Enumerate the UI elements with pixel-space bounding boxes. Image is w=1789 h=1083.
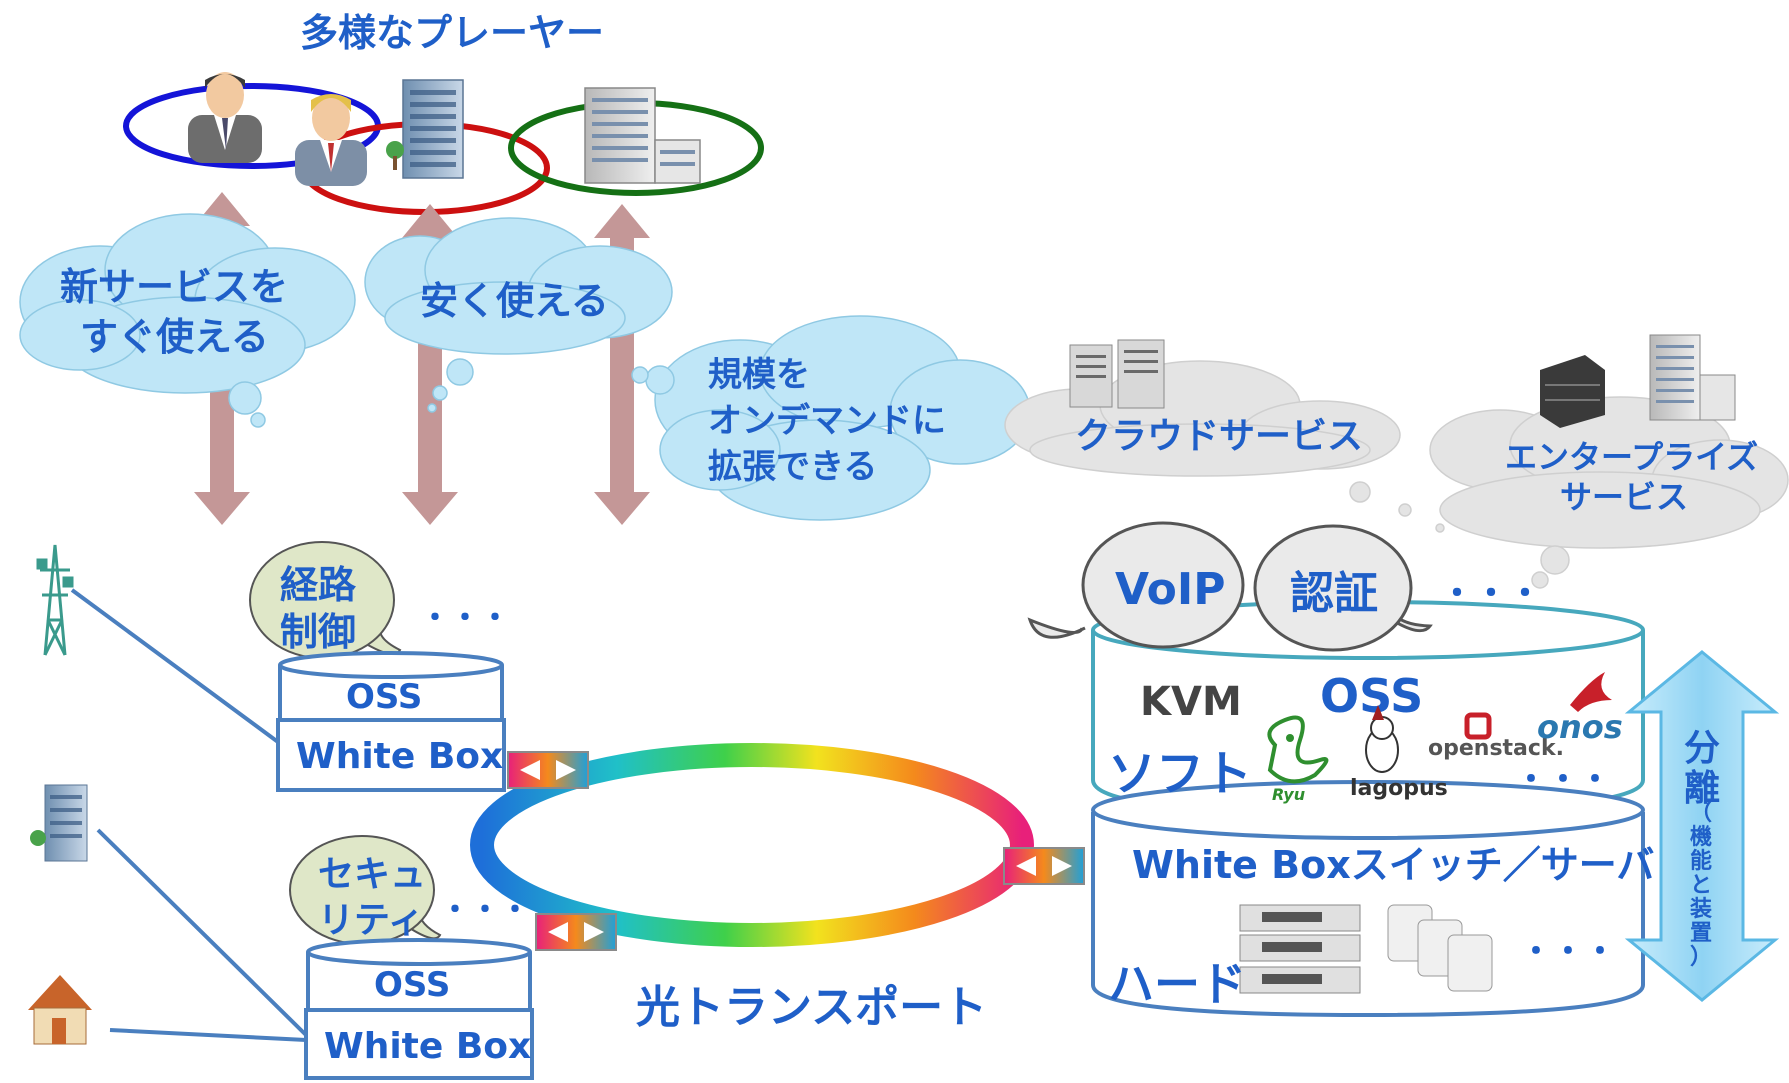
cloud-cheap-label: 安く使える — [420, 279, 609, 323]
enterprise-building-icon — [584, 87, 701, 184]
cloud-service-label: クラウドサービス — [1075, 416, 1363, 457]
separation-sub-char: 置 — [1690, 921, 1712, 946]
cloud-scale-line2: オンデマンドに — [708, 401, 946, 441]
bottom-node-whitebox: White Box — [324, 1026, 531, 1067]
separation-sub-char: （ — [1690, 801, 1712, 826]
services-more: ・・・ — [1440, 574, 1542, 614]
hard-label: ハード — [1108, 957, 1246, 1011]
cloud-enterprise-service — [1349, 396, 1789, 589]
voip-label: VoIP — [1115, 564, 1226, 615]
cloud-new-services — [19, 213, 356, 428]
security-line2: リティ — [318, 900, 424, 941]
separation-sub-char: と — [1690, 873, 1712, 898]
access-lines — [70, 588, 308, 1042]
separation-sub: （機能と装置） — [1690, 801, 1712, 970]
house-icon — [28, 975, 92, 1045]
cloud-new-services-line2: すぐ使える — [80, 315, 269, 359]
bird-logo-icon — [1570, 672, 1612, 712]
cloud-scale-line3: 拡張できる — [708, 447, 877, 487]
separation-sub-char: 機 — [1690, 825, 1712, 850]
cloud-scale-line1: 規模を — [708, 355, 810, 395]
auth-label: 認証 — [1290, 568, 1378, 619]
cloud-new-services-line1: 新サービスを — [60, 265, 288, 309]
connector-icon — [535, 913, 617, 951]
separation-sub-char: 装 — [1690, 897, 1712, 922]
hardware-cylinder — [1091, 780, 1645, 1018]
cloud-cheap — [364, 217, 673, 413]
server-rack-icon — [1069, 339, 1165, 409]
separation-sub-char: ） — [1690, 945, 1712, 970]
double-arrow-2 — [402, 204, 458, 525]
onos-label: onos — [1537, 708, 1623, 746]
hardware-title: White Boxスイッチ／サーバ — [1132, 843, 1654, 887]
security-line1: セキュ — [318, 854, 426, 895]
enterprise-server-icon — [1540, 334, 1736, 428]
lagopus-logo-icon — [1365, 705, 1399, 773]
enterprise-service-line2: サービス — [1560, 478, 1688, 516]
top-node-oss: OSS — [346, 677, 422, 717]
enterprise-service-line1: エンタープライズ — [1505, 438, 1758, 476]
security-bubble — [289, 835, 442, 945]
top-node-more: ・・・ — [420, 601, 510, 636]
cloud-scale — [631, 315, 1031, 521]
hardware-more: ・・・ — [1520, 932, 1616, 970]
oss-platform-label: OSS — [1320, 669, 1423, 723]
separation-main-2: 離 — [1684, 768, 1720, 809]
double-arrow-3 — [594, 204, 650, 525]
bottom-node-stack — [304, 938, 534, 1080]
transmission-tower-icon — [36, 544, 74, 656]
top-node-stack — [276, 651, 506, 792]
optical-transport-ring — [470, 743, 1034, 947]
top-node-whitebox: White Box — [296, 736, 503, 777]
players-title: 多様なプレーヤー — [300, 11, 604, 55]
openstack-label: openstack. — [1428, 736, 1564, 761]
optical-transport-label: 光トランスポート — [636, 982, 987, 1033]
small-building-icon — [30, 784, 88, 862]
software-more: ・・・ — [1515, 760, 1611, 798]
separation-arrow-icon — [1624, 650, 1780, 1002]
separation-main-1: 分 — [1684, 728, 1720, 769]
server-tower-icon — [1387, 904, 1493, 992]
route-control-bubble — [249, 541, 402, 659]
route-control-line2: 制御 — [280, 610, 356, 654]
connector-icon — [507, 751, 589, 789]
route-control-line1: 経路 — [280, 563, 357, 607]
openstack-logo-icon — [1464, 712, 1492, 740]
voip-bubble — [1027, 521, 1245, 649]
soft-label: ソフト — [1108, 746, 1252, 802]
connector-icon — [1003, 847, 1085, 885]
businessman-icon — [188, 72, 262, 163]
separation-sub-char: 能 — [1690, 848, 1712, 874]
bottom-node-oss: OSS — [374, 965, 450, 1005]
office-building-icon — [386, 79, 464, 179]
lagopus-label: lagopus — [1350, 776, 1448, 801]
kvm-logo: KVM — [1140, 679, 1242, 725]
switch-stack-icon — [1239, 904, 1361, 994]
ryu-logo-icon — [1267, 715, 1329, 784]
auth-bubble — [1253, 524, 1433, 652]
businessman-blond-icon — [295, 94, 367, 186]
ryu-label: Ryu — [1272, 785, 1305, 804]
